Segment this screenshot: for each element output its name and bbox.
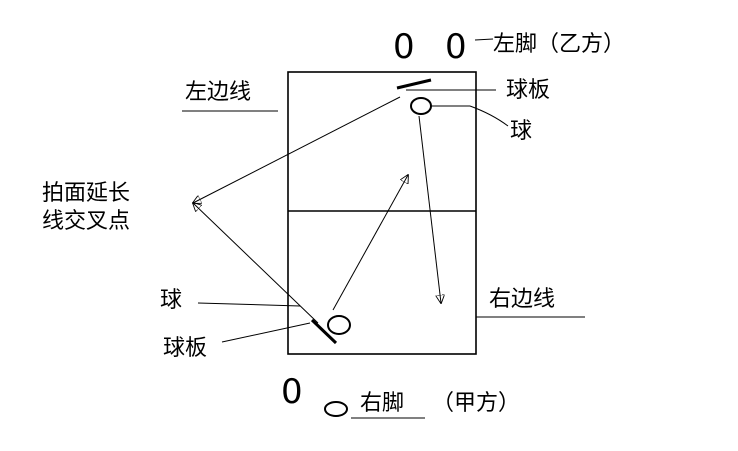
label-right-foot-side: （甲方） — [432, 391, 520, 416]
ball-trajectory-up — [332, 175, 408, 311]
foot-mark-top-right: 0 — [445, 27, 467, 67]
foot-mark-bottom-left: 0 — [281, 372, 303, 412]
paddle-extension-bottom — [193, 203, 319, 324]
pointer-ball-bottom — [197, 302, 301, 307]
foot-mark-bottom-right — [324, 401, 348, 417]
label-right-foot: 右脚 — [360, 391, 404, 416]
ball-bottom — [327, 315, 351, 335]
ball-trajectory-down — [418, 115, 441, 303]
ball-top — [410, 97, 432, 115]
label-intersection-line1: 拍面延长 — [42, 181, 130, 206]
label-ball-bottom: 球 — [160, 288, 182, 313]
paddle-extension-top — [193, 96, 401, 203]
pointer-paddle-bottom — [221, 322, 311, 343]
table-outline — [287, 71, 477, 355]
label-paddle-bottom: 球板 — [163, 336, 207, 361]
label-right-sideline: 右边线 — [489, 287, 555, 312]
label-paddle-top: 球板 — [506, 78, 550, 103]
label-ball-top: 球 — [510, 119, 532, 144]
label-left-sideline: 左边线 — [185, 80, 251, 105]
paddle-top — [396, 78, 432, 90]
label-left-foot: 左脚（乙方） — [493, 32, 625, 57]
label-intersection-line2: 线交叉点 — [42, 209, 130, 234]
foot-pointer — [474, 38, 494, 41]
paddle-bottom — [310, 318, 338, 345]
pointer-ball-top-curve — [469, 105, 509, 127]
foot-mark-top-left: 0 — [393, 27, 415, 67]
